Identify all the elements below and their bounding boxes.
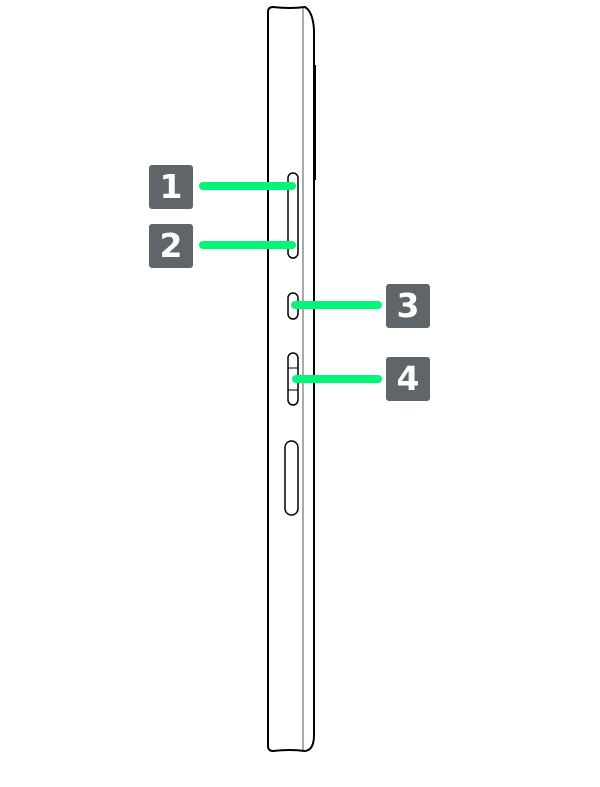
callout-badge-1: 1	[149, 165, 193, 209]
card-slot	[284, 440, 299, 516]
callout-badge-3: 3	[386, 284, 430, 328]
callout-badge-4: 4	[386, 357, 430, 401]
callout-badge-2: 2	[149, 224, 193, 268]
display-edge	[313, 65, 316, 180]
volume-button	[287, 172, 299, 259]
